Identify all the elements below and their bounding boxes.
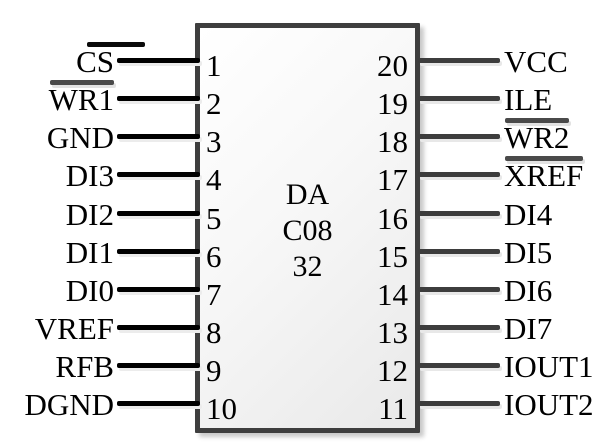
pin-label-di3: DI3 [65,157,114,193]
pin-row-right-12: IOUT1 [418,348,610,386]
pin-wire [117,248,200,254]
pin-label-di1: DI1 [65,234,114,270]
pin-number: 7 [206,277,222,312]
pin-row-right-20: VCC [418,43,610,81]
pin-wire [117,133,200,139]
pin-number: 19 [377,86,408,121]
pin-number: 8 [206,315,222,350]
pin-number: 15 [377,239,408,274]
pin-label-vref: VREF [34,310,114,346]
pin-wire [117,95,200,101]
pin-wire [418,171,500,177]
pin-wire [418,57,500,63]
pin-row-right-18: WR2 [418,117,610,157]
pin-number: 3 [206,124,222,159]
pin-row-left-3: GND [0,119,200,157]
pin-label-rfb: RFB [55,348,114,384]
pin-label-di7: DI7 [504,310,553,346]
pin-label-cs: CS [76,41,145,79]
chip-body [195,23,420,433]
pin-row-left-7: DI0 [0,272,200,310]
pin-wire [418,95,500,101]
pin-wire [117,362,200,368]
pin-wire [418,286,500,292]
pin-wire [117,210,200,216]
pin-number: 10 [206,391,237,426]
pin-row-right-15: DI5 [418,234,610,272]
pin-number: 9 [206,353,222,388]
pin-wire [418,324,500,330]
pin-row-left-1: CS [0,41,200,81]
pin-wire [117,171,200,177]
pin-number: 18 [377,124,408,159]
pin-row-left-4: DI3 [0,157,200,195]
pin-label-di2: DI2 [65,196,114,232]
pin-number: 13 [377,315,408,350]
pin-label-wr2: WR2 [504,117,570,155]
pin-label-di5: DI5 [504,234,553,270]
pin-row-right-16: DI4 [418,196,610,234]
pin-label-dgnd: DGND [24,386,114,422]
pin-label-ile: ILE [504,81,553,117]
pin-label-di4: DI4 [504,196,553,232]
pin-wire [117,400,200,406]
pin-number: 17 [377,162,408,197]
pin-number: 14 [377,277,408,312]
pin-row-left-6: DI1 [0,234,200,272]
pin-row-right-13: DI7 [418,310,610,348]
chip-name-line: DA [285,178,330,211]
pin-wire [117,324,200,330]
chip-name: DA C08 32 [195,177,420,285]
pin-wire [418,248,500,254]
pin-wire [418,210,500,216]
pin-label-iout1: IOUT1 [504,348,594,384]
pin-number: 5 [206,201,222,236]
pin-number: 12 [377,353,408,388]
pin-label-gnd: GND [46,119,114,155]
pin-row-left-2: WR1 [0,79,200,119]
pin-number: 20 [377,48,408,83]
pin-number: 11 [378,391,408,426]
pin-label-xref: XREF [504,155,584,193]
pin-number: 4 [206,162,222,197]
pin-row-right-19: ILE [418,81,610,119]
pin-row-left-10: DGND [0,386,200,424]
pin-label-vcc: VCC [504,43,568,79]
pin-row-right-14: DI6 [418,272,610,310]
pin-row-left-8: VREF [0,310,200,348]
pin-wire [117,286,200,292]
chip-name-line: C08 [282,214,333,247]
pin-label-di0: DI0 [65,272,114,308]
pin-wire [418,133,500,139]
pin-label-di6: DI6 [504,272,553,308]
pin-wire [418,400,500,406]
pin-row-right-11: IOUT2 [418,386,610,424]
chip-name-line: 32 [292,250,323,283]
pin-row-left-5: DI2 [0,196,200,234]
pin-number: 16 [377,201,408,236]
pin-number: 1 [206,48,222,83]
pin-number: 2 [206,86,222,121]
pin-row-right-17: XREF [418,155,610,195]
pin-label-iout2: IOUT2 [504,386,594,422]
pin-row-left-9: RFB [0,348,200,386]
pin-number: 6 [206,239,222,274]
pin-label-wr1: WR1 [48,79,115,117]
pin-wire [117,57,200,63]
pin-wire [418,362,500,368]
